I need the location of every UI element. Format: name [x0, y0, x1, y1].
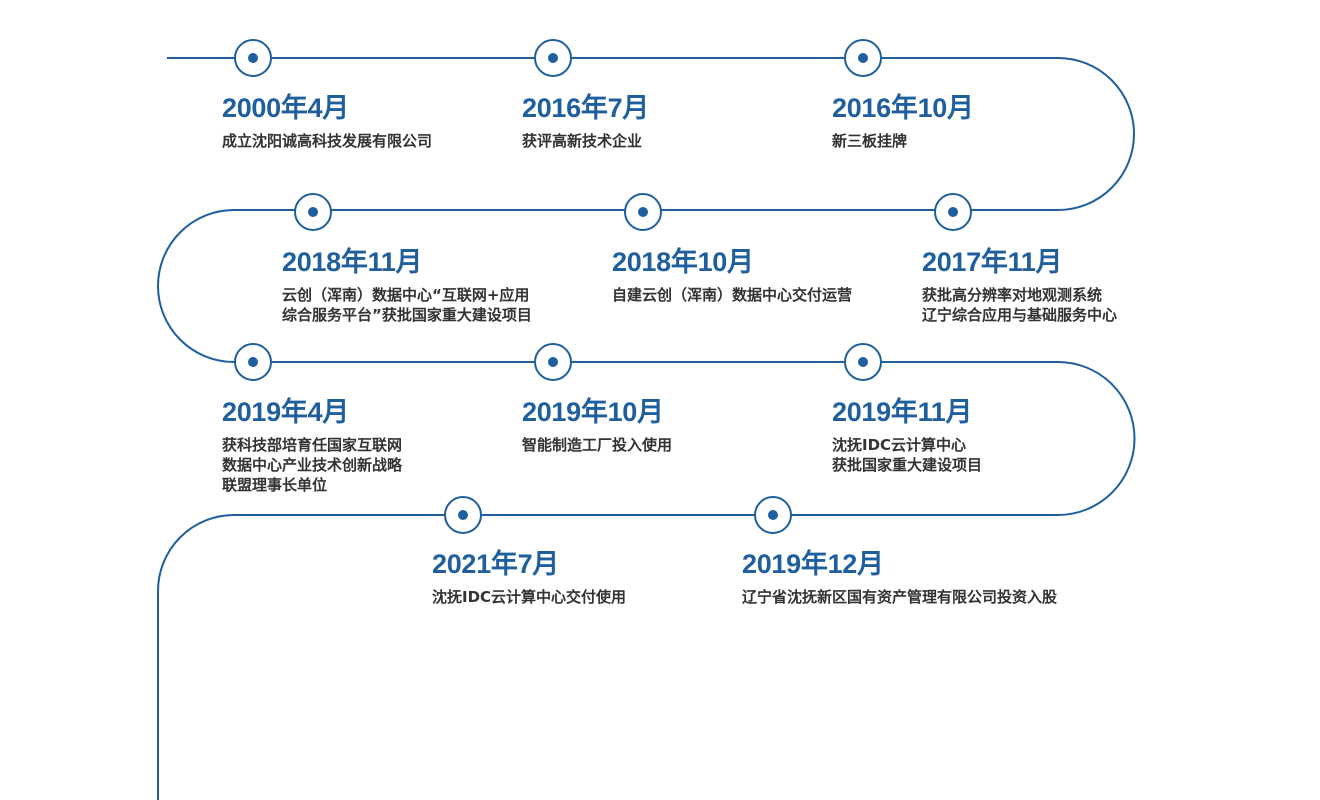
timeline-event: 2018年11月 云创（浑南）数据中心“互联网+应用 综合服务平台”获批国家重大… — [282, 246, 532, 325]
timeline-node — [234, 39, 272, 77]
timeline-event: 2019年10月 智能制造工厂投入使用 — [522, 396, 672, 455]
timeline-node — [624, 193, 662, 231]
event-date: 2017年11月 — [922, 247, 1063, 277]
timeline-node — [934, 193, 972, 231]
event-date: 2019年12月 — [742, 549, 884, 579]
event-date: 2019年10月 — [522, 397, 664, 427]
timeline-node — [754, 496, 792, 534]
timeline-event: 2021年7月 沈抚IDC云计算中心交付使用 — [432, 548, 626, 607]
timeline-node — [844, 343, 882, 381]
timeline-node — [444, 496, 482, 534]
event-date: 2019年4月 — [222, 397, 349, 427]
event-description: 辽宁省沈抚新区国有资产管理有限公司投资入股 — [742, 588, 1058, 606]
timeline-event: 2019年4月 获科技部培育任国家互联网 数据中心产业技术创新战略 联盟理事长单… — [222, 396, 402, 495]
timeline-path — [157, 57, 1136, 800]
timeline-event: 2019年12月 辽宁省沈抚新区国有资产管理有限公司投资入股 — [742, 548, 1057, 607]
event-date: 2016年7月 — [522, 93, 649, 123]
event-description: 获评高新技术企业 — [522, 132, 643, 150]
event-date: 2016年10月 — [832, 93, 974, 123]
timeline-node — [844, 39, 882, 77]
timeline-node — [534, 343, 572, 381]
event-description: 成立沈阳诚高科技发展有限公司 — [222, 132, 433, 150]
event-description: 智能制造工厂投入使用 — [522, 436, 673, 454]
timeline-node — [294, 193, 332, 231]
event-description: 自建云创（浑南）数据中心交付运营 — [612, 286, 853, 304]
event-date: 2000年4月 — [222, 93, 349, 123]
event-description: 云创（浑南）数据中心“互联网+应用 综合服务平台”获批国家重大建设项目 — [282, 286, 532, 324]
event-description: 沈抚IDC云计算中心交付使用 — [432, 588, 627, 606]
event-description: 沈抚IDC云计算中心 获批国家重大建设项目 — [832, 436, 983, 474]
timeline-event: 2000年4月 成立沈阳诚高科技发展有限公司 — [222, 92, 432, 151]
event-date: 2019年11月 — [832, 397, 973, 427]
timeline-event: 2019年11月 沈抚IDC云计算中心 获批国家重大建设项目 — [832, 396, 982, 475]
event-description: 获科技部培育任国家互联网 数据中心产业技术创新战略 联盟理事长单位 — [222, 436, 403, 494]
timeline-node — [534, 39, 572, 77]
timeline-event: 2016年7月 获评高新技术企业 — [522, 92, 649, 151]
event-date: 2018年11月 — [282, 247, 423, 277]
event-date: 2018年10月 — [612, 247, 754, 277]
timeline-event: 2016年10月 新三板挂牌 — [832, 92, 974, 151]
timeline-event: 2017年11月 获批高分辨率对地观测系统 辽宁综合应用与基础服务中心 — [922, 246, 1117, 325]
timeline-event: 2018年10月 自建云创（浑南）数据中心交付运营 — [612, 246, 852, 305]
event-date: 2021年7月 — [432, 549, 559, 579]
timeline-node — [234, 343, 272, 381]
event-description: 新三板挂牌 — [832, 132, 908, 150]
event-description: 获批高分辨率对地观测系统 辽宁综合应用与基础服务中心 — [922, 286, 1118, 324]
